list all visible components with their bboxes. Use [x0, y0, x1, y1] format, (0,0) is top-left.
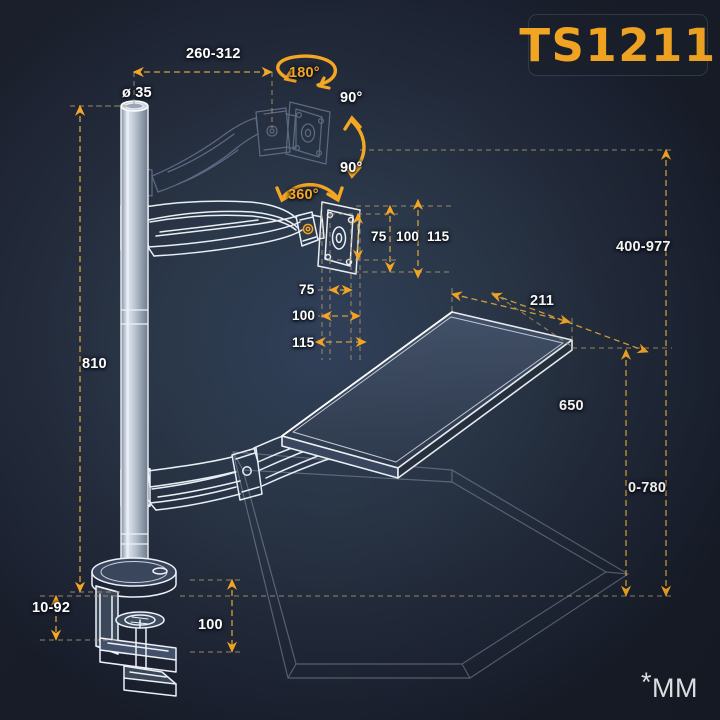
unit-asterisk: * [641, 667, 653, 698]
dimension-lines [50, 66, 672, 653]
dim-label-clamp-thickness: 10-92 [32, 600, 71, 616]
desk-clamp [91, 557, 177, 697]
dim-label-pole-height: 810 [82, 356, 107, 372]
model-badge: TS1211 [519, 14, 715, 76]
swivel-180-arrow [276, 54, 338, 90]
dim-label-keyboard-reach: 650 [559, 398, 584, 414]
dim-label-tray-range: 0-780 [628, 480, 667, 496]
dim-label-clamp-clearance: 100 [198, 617, 223, 633]
dim-label-vesa-h-75: 75 [299, 282, 315, 297]
dim-label-height-range: 400-977 [616, 239, 671, 255]
dim-label-vesa-h-115: 115 [292, 335, 315, 350]
dim-label-vesa-h-100: 100 [292, 308, 316, 323]
witness-lines [40, 72, 672, 653]
rotation-label-tilt-down-90: 90° [340, 160, 363, 176]
rotate-360-arrow [275, 183, 344, 203]
unit-note: *MM [641, 667, 698, 704]
dim-label-vesa-v-75: 75 [371, 229, 387, 244]
dim-label-keyboard-depth: 211 [530, 293, 554, 309]
rotation-label-rotate-360: 360° [288, 187, 319, 203]
rotation-label-swivel-180: 180° [289, 65, 320, 81]
model-name: TS1211 [519, 18, 717, 72]
desk-surface [232, 451, 629, 679]
rotation-label-tilt-up-90: 90° [340, 90, 363, 106]
tilt-90-arrow [343, 115, 366, 179]
dim-label-pole-diameter: ø 35 [122, 85, 152, 101]
dim-label-reach-top: 260-312 [186, 46, 241, 62]
dim-label-vesa-v-115: 115 [427, 229, 450, 244]
unit-text: MM [652, 673, 698, 703]
dim-label-vesa-v-100: 100 [396, 229, 420, 244]
